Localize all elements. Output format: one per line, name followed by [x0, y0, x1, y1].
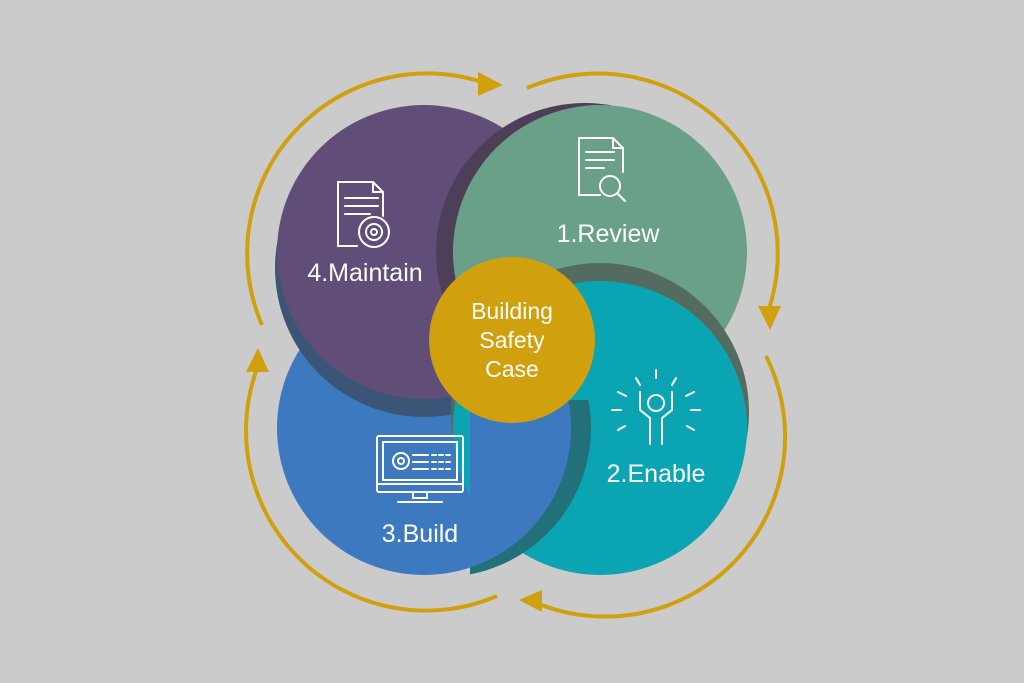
cycle-arrows: [244, 71, 788, 619]
computer-settings-icon: [376, 435, 464, 503]
arrow-enable-to-build: [533, 355, 788, 619]
stage-label-build: 3.Build: [381, 520, 459, 548]
center-line-2: Safety: [479, 326, 545, 353]
arrowhead-icon: [519, 590, 542, 612]
center-circle: Building Safety Case: [429, 257, 595, 423]
arrow-build-to-maintain: [244, 365, 498, 613]
center-line-1: Building: [471, 297, 553, 324]
stage-label-enable: 2.Enable: [606, 460, 706, 488]
center-line-3: Case: [485, 355, 539, 382]
arrow-review-to-enable: [526, 71, 780, 313]
document-gear-icon: [337, 181, 390, 248]
arrowhead-icon: [246, 348, 269, 372]
stage-label-review: 1.Review: [556, 220, 660, 248]
circle-build-overlap: [470, 400, 571, 568]
arrowhead-icon: [758, 306, 781, 330]
person-celebrating-icon: [611, 369, 701, 445]
arrowhead-icon: [478, 72, 503, 96]
stage-label-maintain: 4.Maintain: [307, 259, 423, 287]
document-search-icon: [578, 137, 626, 202]
arrow-maintain-to-review: [245, 71, 489, 326]
